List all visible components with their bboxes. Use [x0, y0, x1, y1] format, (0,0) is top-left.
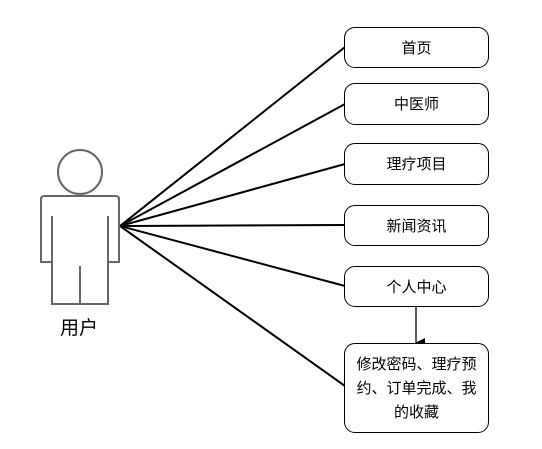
use-case-therapy-items: 理疗项目 [344, 143, 489, 185]
association-line-personal-center [119, 225, 346, 287]
use-case-account-actions: 修改密码、理疗预约、订单完成、我的收藏 [344, 343, 489, 433]
association-line-actions [119, 225, 346, 387]
use-case-news: 新闻资讯 [344, 205, 489, 246]
association-line-therapy [119, 163, 346, 227]
actor-body [40, 195, 120, 305]
actor-label: 用户 [60, 317, 99, 339]
use-case-doctor: 中医师 [344, 83, 489, 125]
association-line-news [119, 224, 346, 227]
use-case-home: 首页 [344, 27, 489, 68]
use-case-personal-center: 个人中心 [344, 266, 489, 307]
association-line-doctor [119, 103, 346, 227]
association-line-home [119, 46, 346, 227]
user-actor-figure [40, 149, 120, 305]
actor-head [57, 149, 103, 195]
